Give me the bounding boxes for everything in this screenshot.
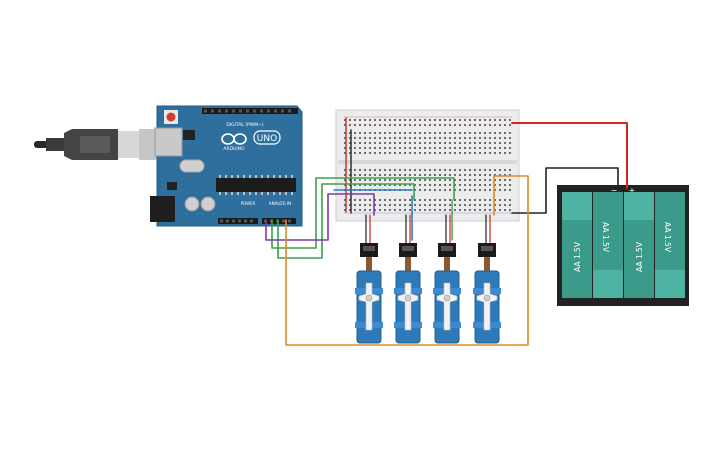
battery-cell: AA 1.5V <box>593 192 623 298</box>
servo-motor[interactable] <box>433 243 461 344</box>
wires <box>265 117 628 346</box>
battery-cell-label: AA 1.5V <box>635 241 644 272</box>
servo-motor[interactable] <box>355 243 383 344</box>
battery-cell: AA 1.5V <box>655 192 685 298</box>
battery-minus: − <box>611 186 618 195</box>
uno-text: UNO <box>257 134 277 144</box>
servo-leads <box>365 214 491 246</box>
signal-wire-purple[interactable] <box>265 193 375 241</box>
battery-positive-wire[interactable] <box>511 122 628 189</box>
battery-cell: AA 1.5V <box>562 192 592 298</box>
signal-wire-green-2[interactable] <box>277 183 415 259</box>
atmega-chip <box>216 178 296 192</box>
usb-port <box>154 127 183 157</box>
servo-motors <box>355 243 501 344</box>
power-label: POWER <box>241 201 256 206</box>
digital-header[interactable] <box>202 108 298 114</box>
servo-motor[interactable] <box>394 243 422 344</box>
signal-wire-orange[interactable] <box>285 175 529 346</box>
arduino-logo: ARDUINO <box>221 133 247 152</box>
digital-label: DIGITAL (PWM~) <box>226 122 264 128</box>
battery-cell-label: AA 1.5V <box>663 222 672 253</box>
arduino-brand-text: ARDUINO <box>223 146 245 152</box>
uno-badge: UNO <box>253 130 281 145</box>
signal-wire-green-1[interactable] <box>271 177 455 249</box>
battery-plus: + <box>629 186 636 195</box>
analog-label: ANALOG IN <box>269 201 291 206</box>
breadboard[interactable] <box>335 109 520 222</box>
battery-cell-label: AA 1.5V <box>573 241 582 272</box>
usb-cable[interactable] <box>34 129 161 160</box>
battery-cell: AA 1.5V <box>624 192 654 298</box>
power-jack <box>150 196 175 222</box>
battery-pack[interactable]: − + AA 1.5V AA 1.5V AA 1.5V AA 1.5V <box>557 185 689 306</box>
battery-negative-wire[interactable] <box>511 167 619 214</box>
arduino-uno-board[interactable]: DIGITAL (PWM~) ARDUINO UNO POWER ANALOG … <box>150 105 303 227</box>
servo-motor[interactable] <box>473 243 501 344</box>
battery-cell-label: AA 1.5V <box>601 222 610 253</box>
